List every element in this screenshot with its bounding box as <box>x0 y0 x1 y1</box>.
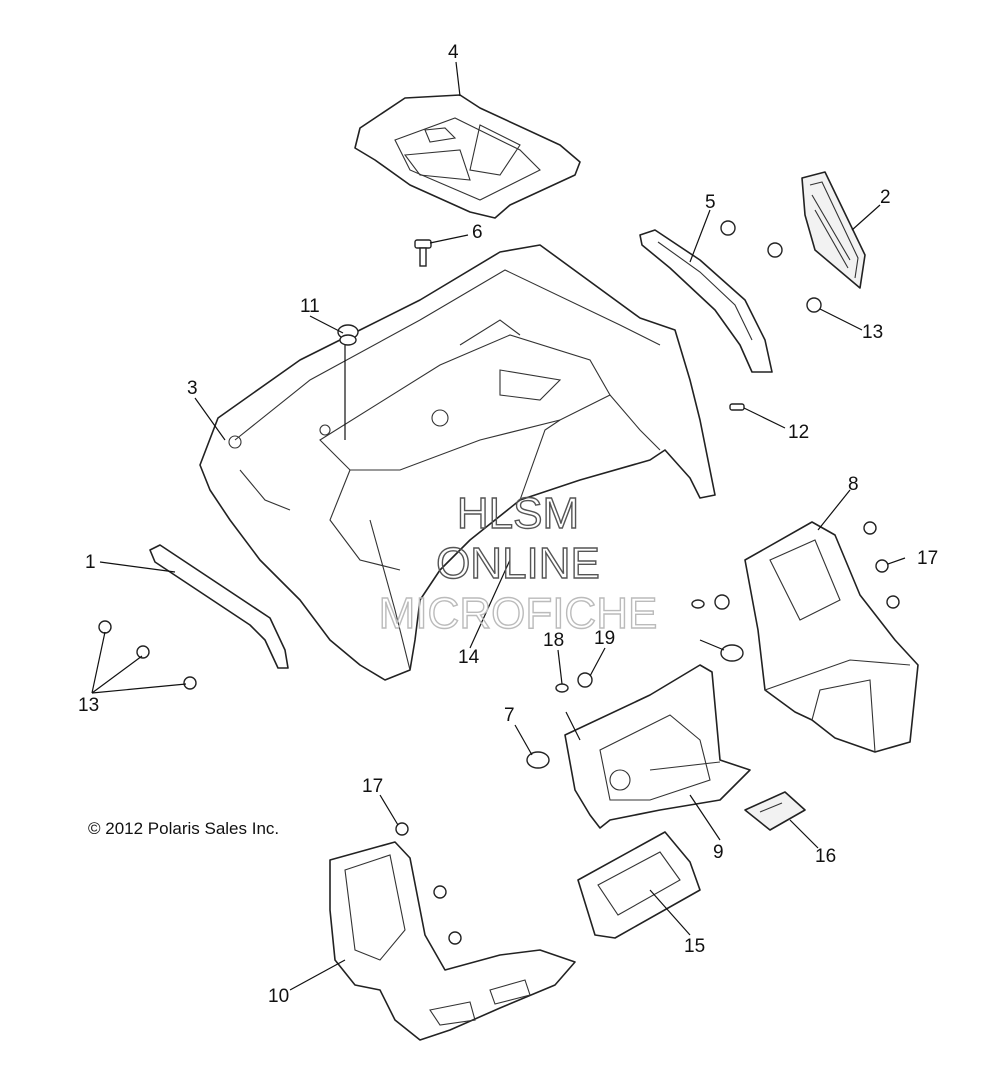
callout-15: 15 <box>684 936 705 957</box>
callout-3: 3 <box>187 378 198 399</box>
part-15-lid <box>577 831 701 939</box>
callout-12: 12 <box>788 422 809 443</box>
callout-labels: 4 2 5 6 11 13 3 12 8 1 17 18 19 14 13 7 … <box>78 42 938 1007</box>
leader-lines <box>91 61 906 991</box>
callout-4: 4 <box>448 42 459 63</box>
callout-5: 5 <box>705 192 716 213</box>
part-16-latch-pad <box>744 791 806 831</box>
callout-7: 7 <box>504 705 515 726</box>
part-3-cargo-box <box>199 244 716 681</box>
part-8-storage-bin <box>744 521 919 753</box>
copyright-text: © 2012 Polaris Sales Inc. <box>88 819 279 838</box>
watermark: HLSM ONLINE MICROFICHE <box>378 488 658 638</box>
grommet-11-icon <box>337 324 359 346</box>
part-2-grille <box>801 171 866 289</box>
watermark-line2: ONLINE <box>436 539 600 588</box>
part-4-cover-plate <box>354 94 581 219</box>
part-1-left-rail <box>149 544 289 669</box>
screw-12-icon <box>729 403 745 411</box>
bolt-6-icon <box>414 239 432 267</box>
part-9-center-tray <box>564 664 751 829</box>
callout-8: 8 <box>848 474 859 495</box>
callout-6: 6 <box>472 222 483 243</box>
callout-13-right: 13 <box>862 322 883 343</box>
rivet-13-icon <box>98 220 822 690</box>
nut-17-icon <box>395 521 900 945</box>
callout-2: 2 <box>880 187 891 208</box>
watermark-line3: MICROFICHE <box>379 589 658 638</box>
part-10-floor-panel <box>329 841 576 1041</box>
callout-14: 14 <box>458 647 480 668</box>
fasteners <box>98 220 900 945</box>
callout-16: 16 <box>815 846 836 867</box>
callout-9: 9 <box>713 842 724 863</box>
grommet-7-icon <box>526 644 744 769</box>
callout-17-left: 17 <box>362 776 383 797</box>
watermark-line1: HLSM <box>457 489 579 538</box>
callout-13-left: 13 <box>78 695 99 716</box>
callout-10: 10 <box>268 986 289 1007</box>
callout-19: 19 <box>594 628 615 649</box>
callout-18: 18 <box>543 630 564 651</box>
nut-19-icon <box>577 594 730 688</box>
callout-17-right: 17 <box>917 548 938 569</box>
washer-18-icon <box>555 599 705 693</box>
callout-11: 11 <box>300 296 320 317</box>
callout-1: 1 <box>85 552 96 573</box>
